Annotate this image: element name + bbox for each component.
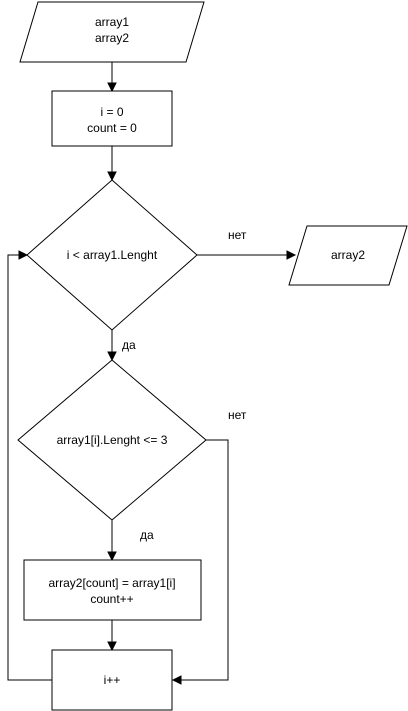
edge-length-condition-to-increment-arrowhead [171, 675, 182, 685]
edge-label-length-no: нет [228, 408, 247, 422]
edge-increment-to-loop-condition [7, 254, 52, 681]
node-assign: array2[count] = array1[i] count++ [23, 559, 202, 621]
node-input: array1 array2 [19, 1, 205, 63]
input-line-2: array2 [95, 31, 129, 45]
input-line-1: array1 [95, 15, 129, 29]
edge-labels: нет да нет да [122, 228, 247, 542]
init-line-2: count = 0 [87, 121, 137, 135]
increment-process-shape [51, 649, 173, 711]
edge-label-loop-no: нет [228, 228, 247, 242]
length-condition-decision-shape [17, 359, 207, 521]
flowchart-edges [7, 62, 297, 685]
node-loop-condition: i < array1.Lenght [26, 179, 198, 331]
length-condition-text: array1[i].Lenght <= 3 [57, 433, 168, 447]
node-length-condition: array1[i].Lenght <= 3 [17, 359, 207, 521]
output-text: array2 [331, 248, 365, 262]
assign-line-1: array2[count] = array1[i] [48, 576, 175, 590]
output-parallelogram-shape [288, 225, 408, 286]
init-line-1: i = 0 [100, 105, 123, 119]
assign-line-2: count++ [90, 592, 133, 606]
loop-condition-decision-shape [26, 179, 198, 331]
edge-label-length-yes: да [140, 528, 154, 542]
assign-process-shape [23, 559, 202, 621]
edge-increment-to-loop-condition-arrowhead [18, 250, 29, 260]
edge-length-condition-to-increment [180, 439, 229, 681]
node-output: array2 [288, 225, 408, 286]
edge-loop-condition-to-length-condition-arrowhead [107, 351, 117, 362]
init-process-shape [51, 90, 173, 147]
input-parallelogram-shape [19, 1, 205, 63]
edge-length-condition-to-assign-arrowhead [107, 551, 117, 562]
edge-init-to-loop-condition-arrowhead [107, 171, 117, 182]
node-increment: i++ [51, 649, 173, 711]
increment-text: i++ [104, 673, 121, 687]
edge-input-to-init-arrowhead [107, 82, 117, 93]
edge-label-loop-yes: да [122, 338, 136, 352]
node-init: i = 0 count = 0 [51, 90, 173, 147]
edge-assign-to-increment-arrowhead [107, 641, 117, 652]
edge-loop-condition-to-output-arrowhead [286, 250, 297, 260]
loop-condition-text: i < array1.Lenght [67, 248, 158, 262]
